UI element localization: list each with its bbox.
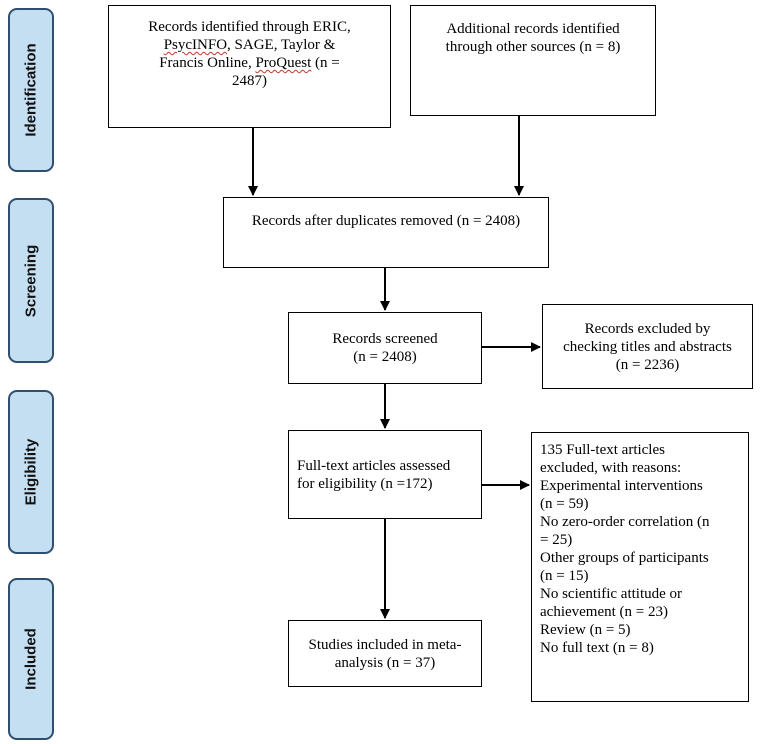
fulltext-excluded-box: 135 Full-text articles excluded, with re… — [531, 432, 749, 702]
after-duplicates-text: Records after duplicates removed (n = 24… — [251, 213, 521, 229]
fulltext-excluded-text: 135 Full-text articles excluded, with re… — [540, 442, 710, 656]
included-studies-box: Studies included in meta- analysis (n = … — [288, 620, 482, 687]
records-identified-line1: Records identified through ERIC, — [148, 19, 351, 35]
stage-identification: Identification — [8, 8, 54, 172]
included-studies-text: Studies included in meta- analysis (n = … — [308, 636, 462, 671]
additional-records-text: Additional records identified through ot… — [445, 21, 621, 55]
stage-screening: Screening — [8, 198, 54, 363]
records-identified-mid: , SAGE, Taylor & Francis Online, — [159, 37, 336, 71]
stage-eligibility: Eligibility — [8, 390, 54, 554]
records-identified-end: (n = 2487) — [232, 55, 340, 89]
records-screened-text: Records screened (n = 2408) — [332, 331, 438, 365]
records-identified-text: Records identified through ERIC, PsycINF… — [148, 19, 350, 89]
proquest-term: ProQuest — [255, 55, 312, 71]
records-identified-box: Records identified through ERIC, PsycINF… — [108, 5, 391, 128]
stage-included: Included — [8, 578, 54, 740]
after-duplicates-box: Records after duplicates removed (n = 24… — [223, 197, 549, 268]
additional-records-box: Additional records identified through ot… — [410, 5, 656, 116]
records-excluded-text: Records excluded by checking titles and … — [563, 320, 732, 373]
records-excluded-box: Records excluded by checking titles and … — [542, 304, 753, 389]
psycinfo-term: PsycINFO — [163, 37, 228, 53]
records-screened-box: Records screened (n = 2408) — [288, 312, 482, 384]
fulltext-assessed-box: Full-text articles assessed for eligibil… — [288, 430, 482, 519]
fulltext-assessed-text: Full-text articles assessed for eligibil… — [297, 457, 451, 492]
